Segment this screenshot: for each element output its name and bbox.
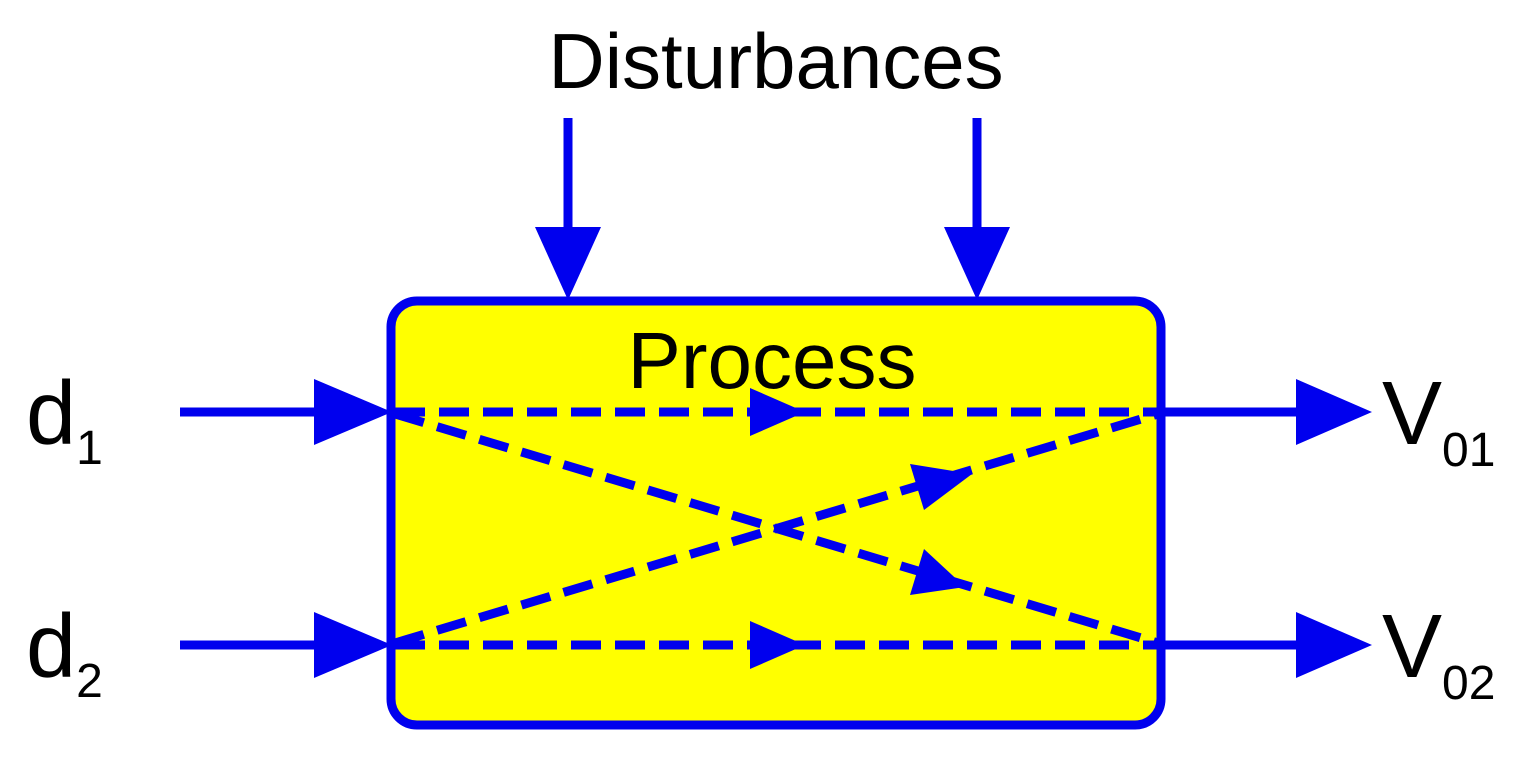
output-label-v02: V02: [1382, 597, 1495, 710]
path-d2-to-v01: [393, 409, 1160, 648]
input-label-d2: d2: [26, 597, 103, 708]
path-d1-to-v01: [395, 388, 1158, 436]
path-d2-to-v02: [395, 621, 1158, 669]
input-arrow-d2: [180, 612, 392, 678]
process-box: [386, 296, 1166, 730]
output-arrow-v02: [1161, 612, 1372, 678]
input-arrow-d1: [180, 379, 392, 445]
output-label-v01: V01: [1382, 364, 1495, 477]
disturbance-arrow-2: [944, 118, 1010, 300]
disturbance-arrow-1: [535, 118, 601, 300]
output-arrow-v01: [1161, 379, 1372, 445]
process-label: Process: [628, 316, 917, 405]
disturbances-label: Disturbances: [548, 17, 1003, 105]
input-label-d1: d1: [26, 364, 103, 475]
